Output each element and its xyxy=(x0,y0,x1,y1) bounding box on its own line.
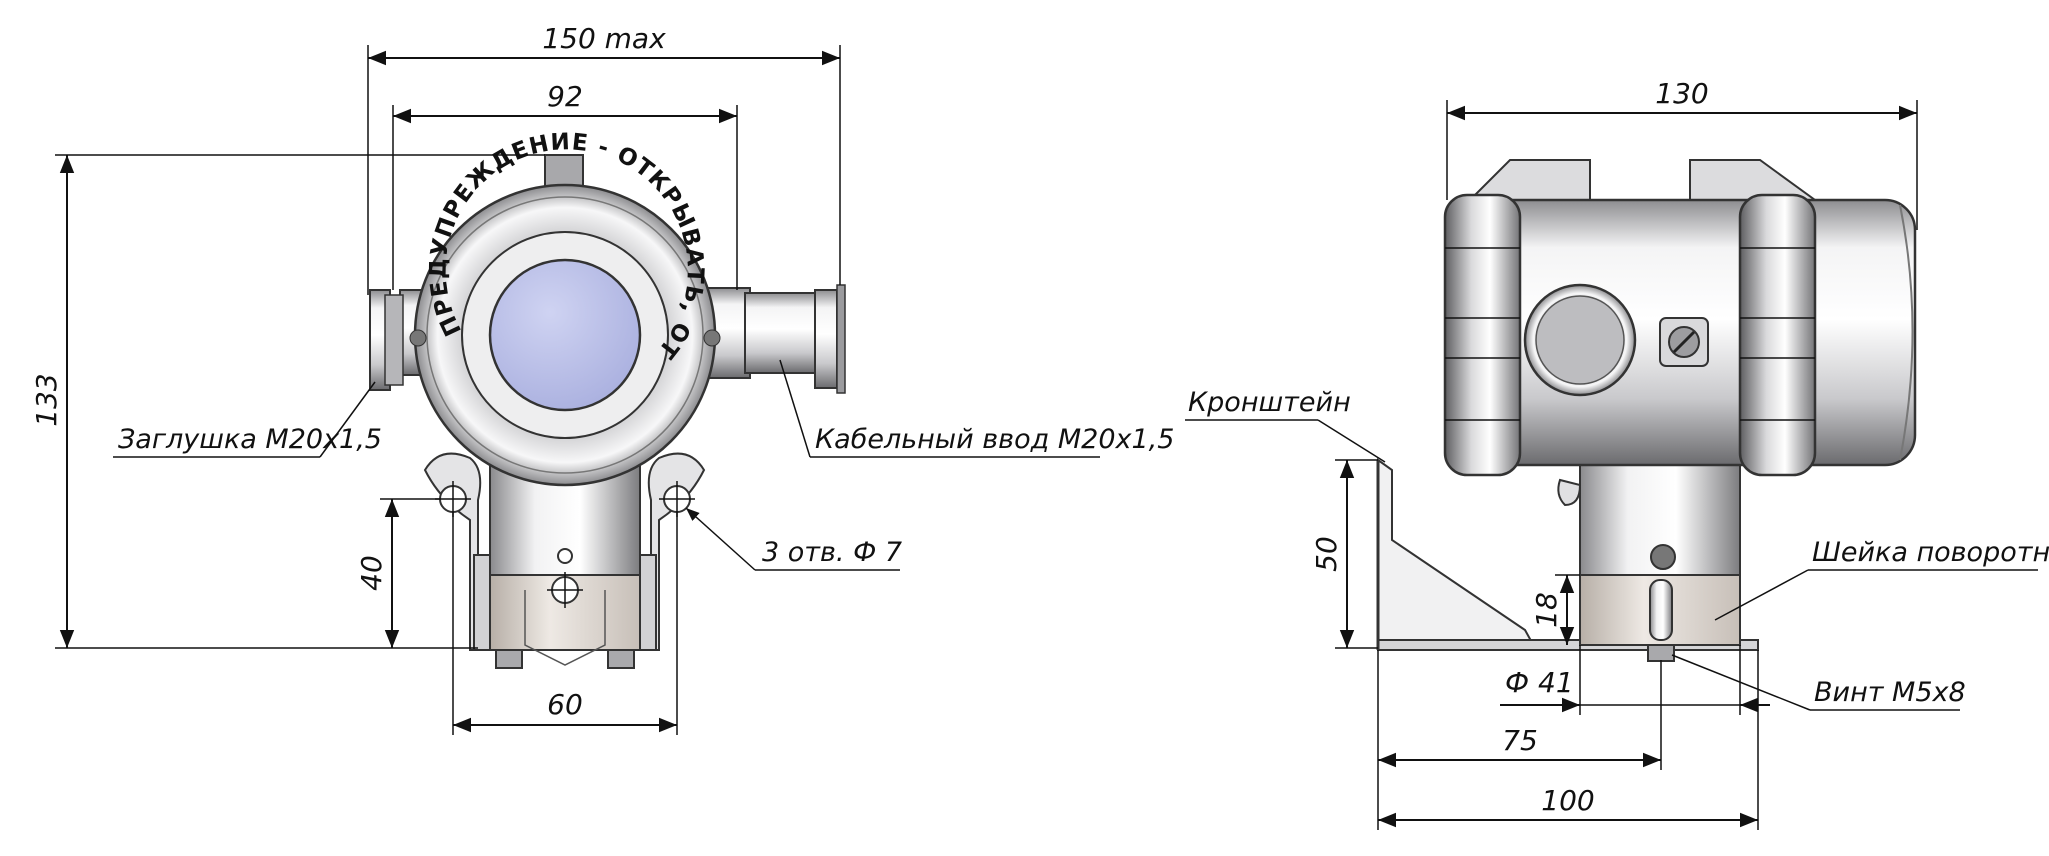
svg-text:Заглушка M20x1,5: Заглушка M20x1,5 xyxy=(118,424,382,455)
svg-text:Кабельный ввод M20x1,5: Кабельный ввод M20x1,5 xyxy=(815,424,1174,455)
front-cap xyxy=(1738,193,1817,477)
mount-hole-right xyxy=(659,481,695,517)
svg-text:130: 130 xyxy=(1655,77,1708,110)
dim-41: Ф 41 xyxy=(1500,645,1770,715)
side-view: 130 50 18 Ф 41 75 xyxy=(1185,77,2049,830)
leader-cable-entry: Кабельный ввод M20x1,5 xyxy=(779,359,1174,458)
svg-text:60: 60 xyxy=(547,688,583,721)
svg-text:100: 100 xyxy=(1541,784,1594,817)
leader-screw: Винт M5x8 xyxy=(1671,654,1966,711)
leader-neck: Шейка поворотная xyxy=(1714,537,2049,621)
dim-50: 50 xyxy=(1310,459,1378,649)
svg-text:Винт M5x8: Винт M5x8 xyxy=(1814,677,1966,708)
svg-text:40: 40 xyxy=(355,555,388,591)
leader-bracket: Кронштейн xyxy=(1185,387,1386,463)
ground-screw xyxy=(1659,317,1709,367)
svg-text:Ф 41: Ф 41 xyxy=(1505,666,1574,699)
svg-text:Кронштейн: Кронштейн xyxy=(1188,387,1351,418)
dim-130: 130 xyxy=(1446,77,1918,230)
front-screw-hole xyxy=(557,548,573,564)
display-window xyxy=(488,258,642,412)
leader-holes: 3 отв. Ф 7 xyxy=(685,507,902,571)
dim-60: 60 xyxy=(452,512,678,735)
dim-18: 18 xyxy=(1530,574,1580,645)
svg-text:3 отв. Ф 7: 3 отв. Ф 7 xyxy=(762,537,902,568)
mount-hole-center xyxy=(547,572,583,608)
rear-cap xyxy=(1443,193,1522,477)
dim-75: 75 xyxy=(1377,650,1662,830)
svg-text:18: 18 xyxy=(1530,592,1563,628)
leader-plug: Заглушка M20x1,5 xyxy=(113,381,382,458)
dim-100: 100 xyxy=(1378,650,1759,830)
dim-92: 92 xyxy=(392,80,738,290)
dim-150-max: 150 max xyxy=(367,22,841,295)
svg-text:150 max: 150 max xyxy=(542,22,666,55)
svg-text:50: 50 xyxy=(1310,536,1343,572)
front-view: ПРЕДУПРЕЖДЕНИЕ - ОТКРЫВАТЬ, ОТКЛЮЧИВ ОТ … xyxy=(0,0,1174,735)
svg-text:Шейка поворотная: Шейка поворотная xyxy=(1812,537,2049,568)
svg-text:92: 92 xyxy=(547,80,583,113)
dim-40: 40 xyxy=(355,498,440,648)
svg-text:133: 133 xyxy=(30,373,63,426)
dim-133: 133 xyxy=(30,154,545,649)
screw-m5x8 xyxy=(1649,579,1673,641)
side-screw-hole xyxy=(1650,544,1676,570)
svg-text:75: 75 xyxy=(1502,724,1538,757)
front-neck xyxy=(489,574,641,651)
